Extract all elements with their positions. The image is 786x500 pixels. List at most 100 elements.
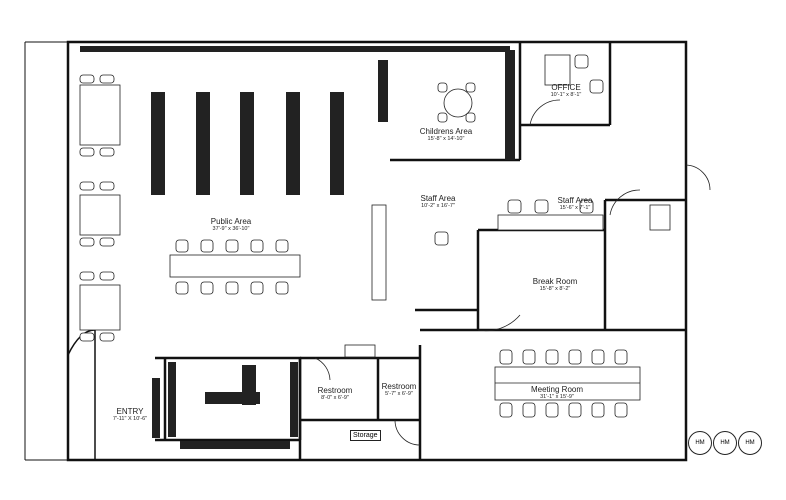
storage-door: [394, 419, 421, 446]
room-dims: 15'-8" x 14'-10": [427, 136, 465, 142]
room-name: Public Area: [210, 217, 252, 226]
room-name: ENTRY: [116, 407, 144, 416]
exterior-strip: [24, 41, 68, 461]
chair: [499, 349, 513, 365]
staff-desk: [497, 214, 604, 231]
bookshelf: [180, 441, 290, 449]
bookshelf: [286, 92, 300, 195]
bookshelf: [378, 60, 388, 122]
chair: [522, 349, 536, 365]
chair: [534, 199, 549, 214]
chair: [434, 231, 449, 246]
bookshelf: [242, 365, 256, 405]
restroom-walls: [298, 345, 422, 460]
wall-shelf: [80, 46, 510, 52]
chair: [591, 349, 605, 365]
room-name: Staff Area: [557, 196, 593, 205]
walls: [24, 40, 688, 462]
table: [79, 194, 121, 236]
office-desk: [544, 54, 571, 86]
room-name: Meeting Room: [530, 385, 584, 394]
chair: [79, 74, 95, 84]
restroom-door: [314, 357, 331, 381]
chair: [175, 281, 189, 295]
chair: [79, 271, 95, 281]
chair: [522, 402, 536, 418]
exit-door: [685, 164, 711, 191]
chair: [99, 332, 115, 342]
hm-unit: HM: [713, 431, 737, 455]
room-dims: 5'-7" x 6'-9": [385, 391, 413, 397]
chair: [574, 54, 589, 69]
bookshelf: [505, 50, 515, 160]
room-dims: 31'-1" x 15'-9": [540, 394, 574, 400]
chair: [545, 402, 559, 418]
chair: [200, 281, 214, 295]
chair: [250, 239, 264, 253]
chair: [545, 349, 559, 365]
chair: [99, 237, 115, 247]
bookshelf: [196, 92, 210, 195]
chair: [275, 281, 289, 295]
chair: [465, 112, 476, 123]
chair: [225, 239, 239, 253]
chair: [175, 239, 189, 253]
bookshelf: [152, 378, 160, 438]
computer-table: [169, 254, 301, 278]
exterior-wall: [66, 40, 688, 462]
chair: [437, 82, 448, 93]
room-dims: 15'-8" x 8'-2": [539, 286, 571, 292]
office-walls: [518, 42, 612, 160]
entry-wall: [67, 329, 96, 460]
chair: [250, 281, 264, 295]
chairs: [79, 54, 628, 418]
hm-unit: HM: [738, 431, 762, 455]
room-name: Childrens Area: [419, 127, 473, 136]
sink-counter: [344, 344, 376, 358]
chair: [568, 402, 582, 418]
room-dims: 37'-9" x 36'-10": [212, 226, 250, 232]
staff-counter: [371, 204, 387, 301]
bookshelf: [290, 362, 298, 437]
room-name: Restroom: [317, 386, 353, 395]
room-dims: 8'-0" x 6'-9": [321, 395, 349, 401]
room-name: OFFICE: [551, 83, 581, 92]
chair: [200, 239, 214, 253]
office-door: [529, 99, 561, 126]
room-dims: 10'-1" x 8'-1": [550, 92, 582, 98]
doors: [314, 99, 711, 446]
room-name: Restroom: [381, 382, 417, 391]
chair: [614, 402, 628, 418]
room-dims: 15'-6" x 7'-1": [559, 205, 591, 211]
chair: [79, 181, 95, 191]
childrens-table: [443, 88, 473, 118]
chair: [275, 239, 289, 253]
room-name: Break Room: [532, 277, 578, 286]
bookshelves: [80, 46, 515, 449]
chair: [465, 82, 476, 93]
bookshelf: [330, 92, 344, 195]
table: [79, 84, 121, 146]
chair: [579, 199, 594, 214]
chair: [99, 74, 115, 84]
room-dims: 10'-2" x 16'-7": [421, 203, 455, 209]
chair: [589, 79, 604, 94]
room-label-storage: Storage: [350, 430, 381, 441]
meeting-table: [494, 366, 641, 401]
staff-door: [609, 189, 641, 216]
bookshelf: [168, 362, 176, 437]
chair: [79, 332, 95, 342]
chair: [225, 281, 239, 295]
bookshelf: [240, 92, 254, 195]
chair: [568, 349, 582, 365]
table: [79, 284, 121, 331]
